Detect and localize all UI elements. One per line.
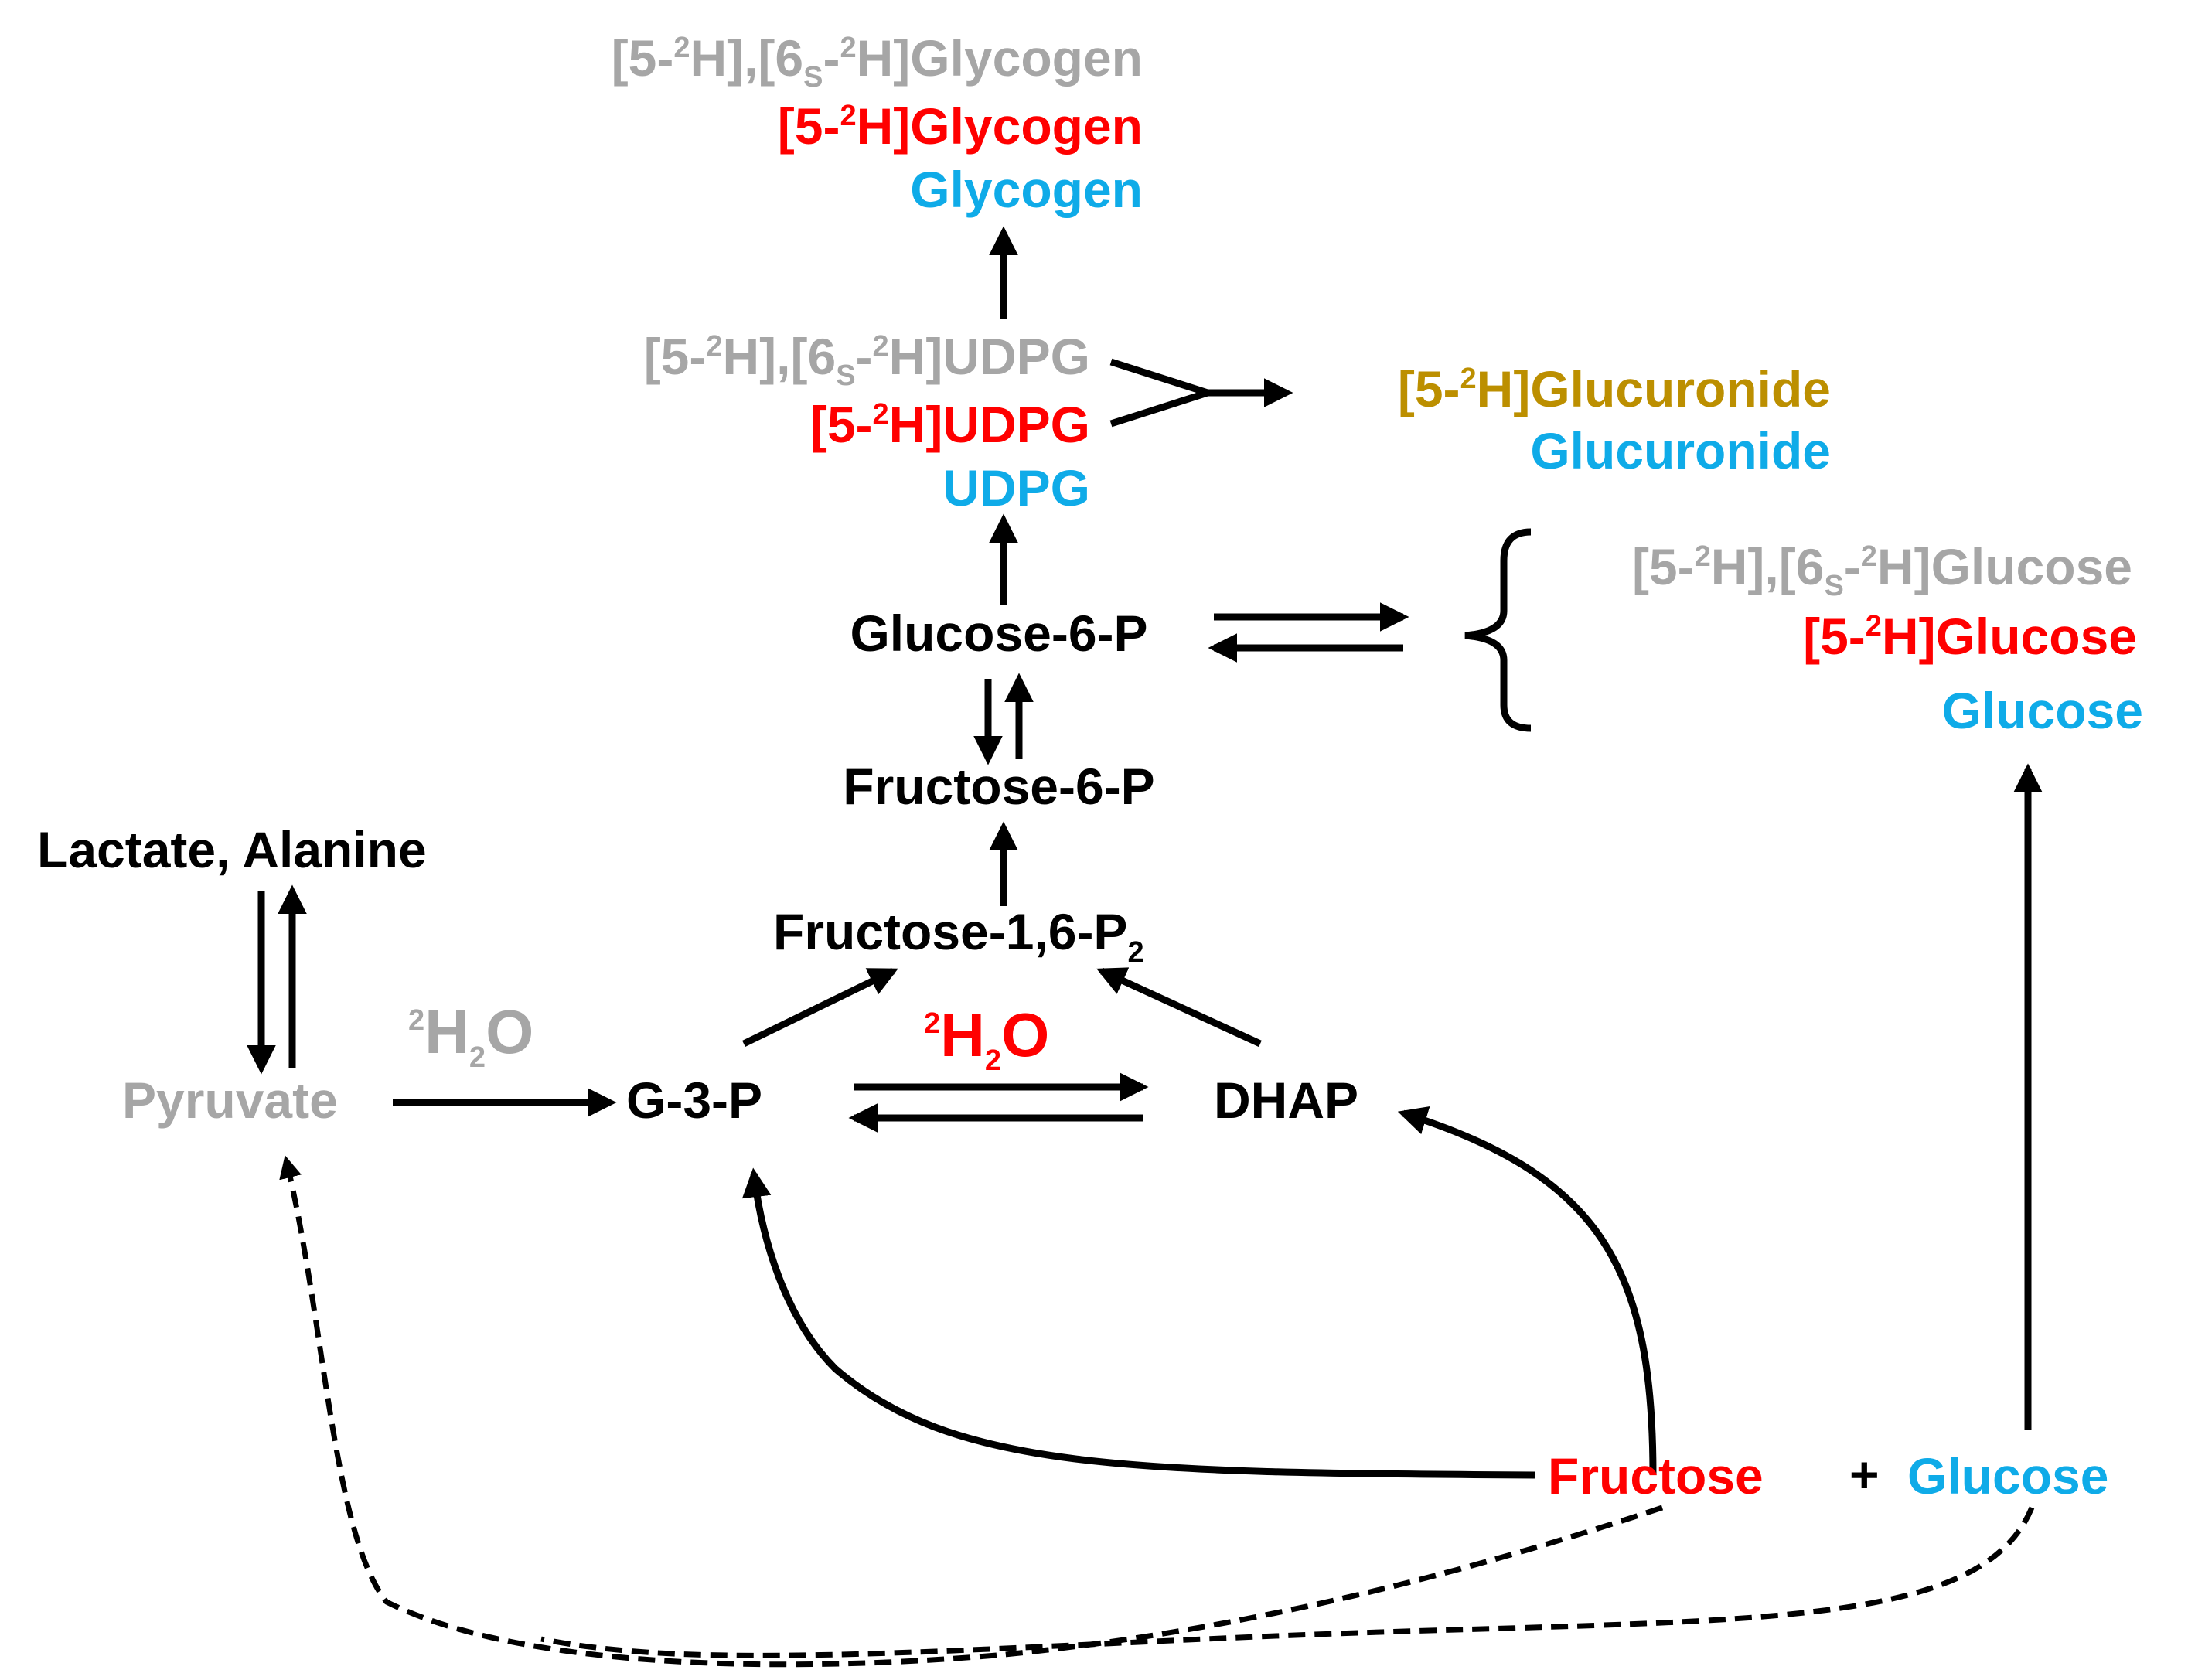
glucose-6-phosphate: Glucose-6-P: [850, 605, 1147, 662]
water-gray-label: 2H2O: [408, 997, 533, 1074]
glucose-unlabeled: Glucose: [1942, 682, 2143, 739]
glucose-substrate: Glucose: [1907, 1447, 2108, 1505]
arrow-g3p-to-f16p2: [742, 967, 898, 1048]
arrow-dhap-to-f16p2: [1096, 967, 1262, 1048]
dashed-arrow-fructose-to-pyruvate: [279, 1155, 1664, 1668]
glucuronide-deuterated-5: [5-2H]Glucuronide: [1398, 360, 1831, 417]
lactate-alanine: Lactate, Alanine: [37, 821, 427, 878]
water-red-label: 2H2O: [924, 1000, 1049, 1077]
glucose-deuterated-5-6s: [5-2H],[6S-2H]Glucose: [1632, 538, 2132, 602]
glycogen-unlabeled: Glycogen: [910, 161, 1143, 218]
fructose-substrate: Fructose: [1548, 1447, 1764, 1505]
converge-line-upper: [1109, 358, 1209, 397]
fructose-6-phosphate: Fructose-6-P: [843, 758, 1154, 815]
udpg-deuterated-5: [5-2H]UDPG: [810, 396, 1090, 453]
converge-line-lower: [1109, 389, 1209, 428]
udpg-deuterated-5-6s: [5-2H],[6S-2H]UDPG: [644, 328, 1090, 392]
fructose-1-6-bisphosphate: Fructose-1,6-P2: [773, 903, 1144, 969]
arrow-fructose-to-dhap: [1397, 1106, 1657, 1476]
dihydroxyacetone-phosphate: DHAP: [1214, 1072, 1358, 1129]
dashed-line-glucose-to-pyruvate: [540, 1506, 2035, 1658]
arrow-fructose-to-g3p: [741, 1167, 1535, 1479]
glucose-deuterated-5: [5-2H]Glucose: [1803, 608, 2137, 665]
pyruvate: Pyruvate: [122, 1072, 338, 1129]
glucuronide-unlabeled: Glucuronide: [1530, 422, 1831, 479]
udpg-unlabeled: UDPG: [942, 459, 1090, 516]
plus-sign: +: [1849, 1446, 1880, 1503]
glycogen-deuterated-5: [5-2H]Glycogen: [778, 97, 1143, 155]
glyceraldehyde-3-phosphate: G-3-P: [626, 1072, 762, 1129]
glucose-pool-bracket: [1464, 528, 1532, 732]
glycogen-deuterated-5-6s: [5-2H],[6S-2H]Glycogen: [612, 29, 1143, 94]
